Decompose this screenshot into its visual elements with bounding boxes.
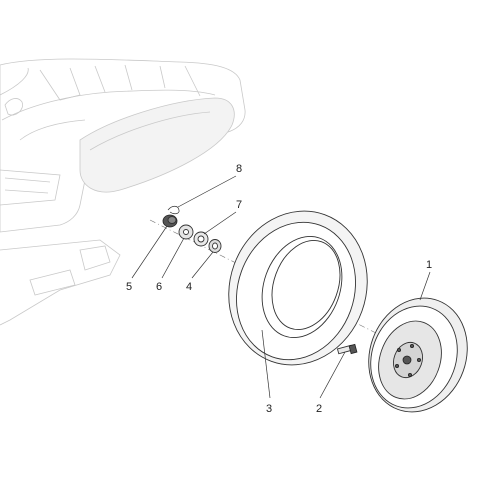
washer-part — [193, 231, 209, 247]
wheel-rim-part — [368, 297, 468, 413]
callout-7: 7 — [236, 199, 242, 211]
tyre-part — [228, 210, 368, 366]
callout-6: 6 — [156, 281, 162, 293]
split-pin-part — [167, 205, 180, 215]
nut-part — [162, 214, 178, 228]
leader-lines — [131, 175, 431, 399]
callout-3: 3 — [266, 403, 272, 415]
washer-part — [178, 224, 194, 240]
callout-8: 8 — [236, 163, 242, 175]
spacer-part — [208, 239, 222, 253]
callout-4: 4 — [186, 281, 192, 293]
callout-2: 2 — [316, 403, 322, 415]
callout-5: 5 — [126, 281, 132, 293]
scooter-body-outline — [0, 58, 246, 326]
callout-1: 1 — [426, 259, 432, 271]
valve-part — [336, 343, 358, 355]
